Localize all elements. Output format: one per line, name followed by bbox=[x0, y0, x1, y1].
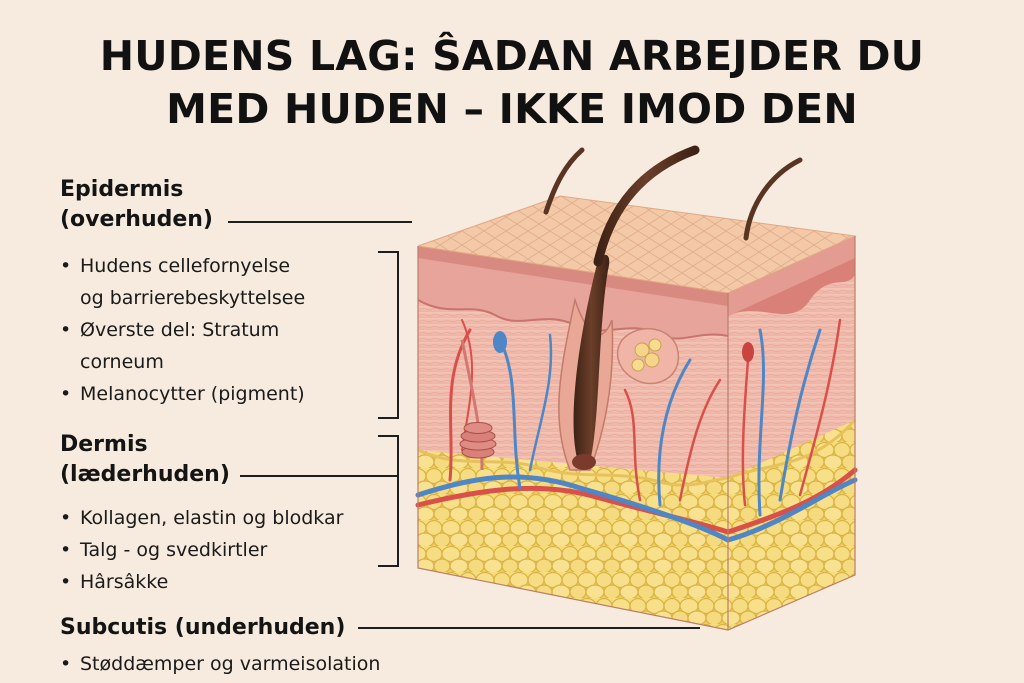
title-line-1: HUDENS LAG: ŜADAN ARBEJDER DU bbox=[99, 32, 925, 80]
page-title: HUDENS LAG: ŜADAN ARBEJDER DU MED HUDEN … bbox=[0, 30, 1024, 136]
subcutis-heading: Subcutis (underhuden) bbox=[60, 615, 346, 640]
list-item: Talg - og svedkirtler bbox=[58, 534, 343, 566]
hair-shaft-left bbox=[543, 147, 585, 215]
dermis-bracket bbox=[378, 435, 399, 567]
list-item: Støddæmper og varmeisolation bbox=[58, 648, 380, 680]
hair-follicle bbox=[558, 254, 614, 471]
dermis-heading: Dermis (læderhuden) bbox=[60, 432, 230, 487]
hair-shaft-center bbox=[593, 145, 700, 267]
hair-shaft-right bbox=[743, 157, 803, 241]
title-line-2: MED HUDEN – IKKE IMOD DEN bbox=[166, 85, 858, 133]
sensory-receptor-blue bbox=[493, 331, 507, 353]
list-item: Melanocytter (pigment) bbox=[58, 378, 305, 410]
list-item: Hudens cellefornyelse og barrierebeskytt… bbox=[58, 250, 305, 314]
sweat-gland bbox=[459, 339, 497, 471]
epidermis-bracket bbox=[378, 251, 399, 419]
block-front-face bbox=[417, 246, 729, 630]
block-edges bbox=[417, 236, 856, 631]
list-item: Hârsâkke bbox=[58, 566, 343, 598]
sebaceous-gland bbox=[616, 327, 679, 385]
dermis-list: Kollagen, elastin og blodkar Talg - og s… bbox=[58, 502, 343, 598]
list-item: Øverste del: Stratum corneum bbox=[58, 314, 305, 378]
epidermis-heading: Epidermis (overhuden) bbox=[60, 177, 213, 232]
list-item: Kollagen, elastin og blodkar bbox=[58, 502, 343, 534]
subcutis-list: Støddæmper og varmeisolation bbox=[58, 648, 380, 680]
sensory-receptor-red bbox=[742, 342, 754, 362]
epidermis-list: Hudens cellefornyelse og barrierebeskytt… bbox=[58, 250, 305, 410]
